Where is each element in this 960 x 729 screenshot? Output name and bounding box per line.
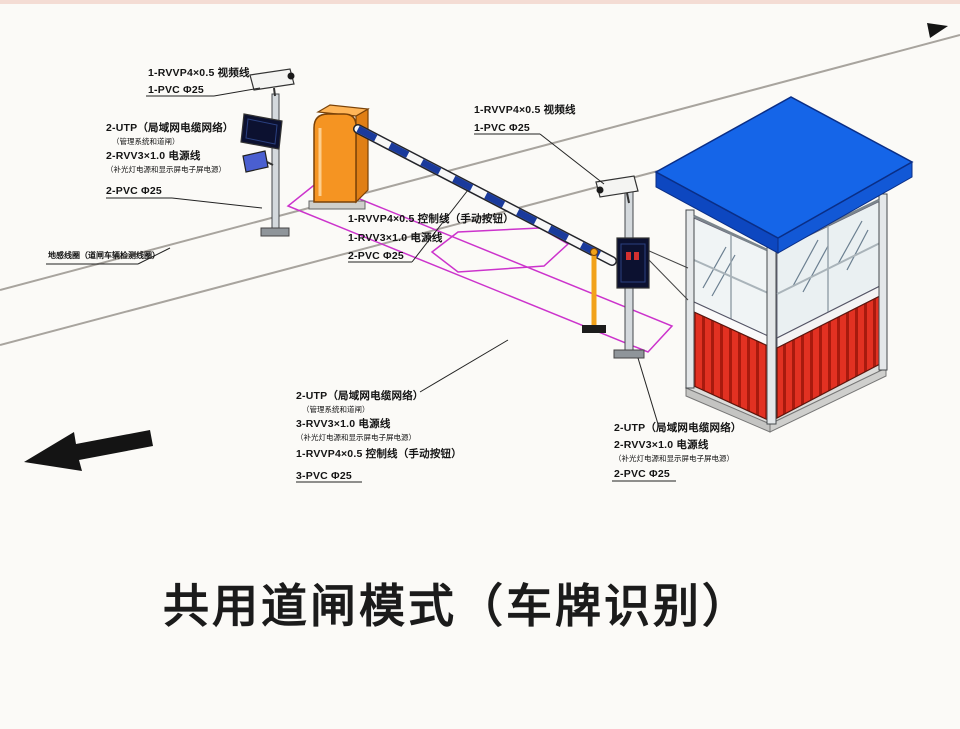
- callout-text-line: 1-PVC Φ25: [474, 122, 530, 134]
- callout-leader-lines: [46, 87, 676, 483]
- camera-1-icon: [249, 68, 295, 91]
- callout-text-line: 地感线圈（道闸车辆检测线圈）: [48, 250, 160, 260]
- callout-camera1: 1-RVVP4×0.5 视频线 1-PVC Φ25: [148, 66, 250, 96]
- camera-pole-2: [595, 175, 689, 359]
- led-display-1: [240, 113, 283, 150]
- led-display-1-inner: [245, 118, 278, 145]
- pole-1: [271, 93, 280, 229]
- arm-support-cap: [590, 248, 598, 256]
- window-rail-left: [693, 259, 769, 294]
- callout-text-line: 2-RVV3×1.0 电源线: [106, 149, 201, 162]
- callout-text-line: 1-RVVP4×0.5 控制线（手动按钮）: [348, 212, 514, 225]
- camera-2-lens: [596, 186, 604, 194]
- callout-text-line: 3-PVC Φ25: [296, 470, 352, 482]
- camera-1-bracket: [273, 87, 276, 97]
- callout-barrier-arm: 1-RVVP4×0.5 控制线（手动按钮） 1-RVV3×1.0 电源线 2-P…: [348, 212, 514, 262]
- led-display-2: [616, 237, 650, 289]
- booth-roof: [654, 96, 914, 239]
- barrier-arm-stripes: [356, 125, 614, 265]
- callout-text-line: 2-UTP（局域网电缆网络）: [106, 121, 234, 134]
- cable-to-booth-1: [646, 249, 689, 269]
- booth-top-rail-left: [693, 214, 768, 252]
- callout-text-line: 3-RVV3×1.0 电源线: [296, 417, 391, 430]
- camera-pole-1: [240, 68, 295, 237]
- pole-1-base: [260, 227, 290, 237]
- window-rail-right: [776, 242, 881, 295]
- camera-2-bracket: [626, 192, 630, 204]
- booth-base-right: [769, 367, 887, 433]
- road-direction-arrow-icon: [927, 23, 948, 38]
- cabinet-side: [355, 107, 369, 204]
- callout-camera2: 1-RVVP4×0.5 视频线 1-PVC Φ25: [474, 103, 576, 134]
- pole-2-base: [613, 349, 645, 359]
- callout-pole1: 2-UTP（局域网电缆网络） （管理系统和道闸） 2-RVV3×1.0 电源线 …: [106, 121, 234, 197]
- callout-text-line: 2-PVC Φ25: [348, 250, 404, 262]
- lane-island-outline: [430, 227, 570, 273]
- cable-to-booth-2: [646, 257, 689, 301]
- callout-text-line: 1-PVC Φ25: [148, 84, 204, 96]
- callout-text-line: 2-UTP（局域网电缆网络）: [614, 421, 742, 434]
- callout-text-line: 1-RVVP4×0.5 视频线: [474, 103, 576, 116]
- led-display-2-inner: [620, 243, 646, 283]
- entrance-direction-arrow-icon: [24, 430, 153, 471]
- callout-text-line: （补光灯电源和显示屏电子屏电源）: [296, 432, 416, 442]
- callout-text-line: 1-RVV3×1.0 电源线: [348, 231, 443, 244]
- detection-zone-outline: [286, 181, 674, 353]
- arm-support-base: [582, 325, 606, 333]
- road-line-1: [0, 34, 960, 291]
- camera-1-lens: [287, 72, 295, 80]
- callout-text-line: 2-UTP（局域网电缆网络）: [296, 389, 424, 402]
- callout-text-line: 2-PVC Φ25: [614, 468, 670, 480]
- callout-text-line: 2-RVV3×1.0 电源线: [614, 438, 709, 451]
- road-line-2: [0, 170, 659, 346]
- road-lines: [0, 34, 960, 346]
- callout-zone: 2-UTP（局域网电缆网络） （管理系统和道闸） 3-RVV3×1.0 电源线 …: [296, 389, 462, 482]
- callout-text-line: 1-RVVP4×0.5 视频线: [148, 66, 250, 79]
- callout-text-line: （管理系统和道闸）: [112, 136, 180, 146]
- callout-text-line: （补光灯电源和显示屏电子屏电源）: [106, 164, 226, 174]
- callout-booth: 2-UTP（局域网电缆网络） 2-RVV3×1.0 电源线 （补光灯电源和显示屏…: [614, 421, 742, 480]
- led-display-2-dot: [626, 252, 631, 260]
- callout-text-line: 1-RVVP4×0.5 控制线（手动按钮）: [296, 447, 462, 460]
- photo-top-edge: [0, 0, 960, 4]
- callout-text-line: （管理系统和道闸）: [302, 404, 370, 414]
- callout-text-line: 2-PVC Φ25: [106, 185, 162, 197]
- page-title: 共用道闸模式（车牌识别）: [163, 580, 751, 632]
- floodlight-icon: [242, 150, 269, 173]
- guard-booth: [654, 96, 914, 433]
- led-display-2-dot: [634, 252, 639, 260]
- detection-zone: [286, 181, 674, 353]
- callout-loop: 地感线圈（道闸车辆检测线圈）: [48, 250, 160, 260]
- callout-text-line: （补光灯电源和显示屏电子屏电源）: [614, 453, 734, 463]
- barrier-gate: [308, 104, 617, 333]
